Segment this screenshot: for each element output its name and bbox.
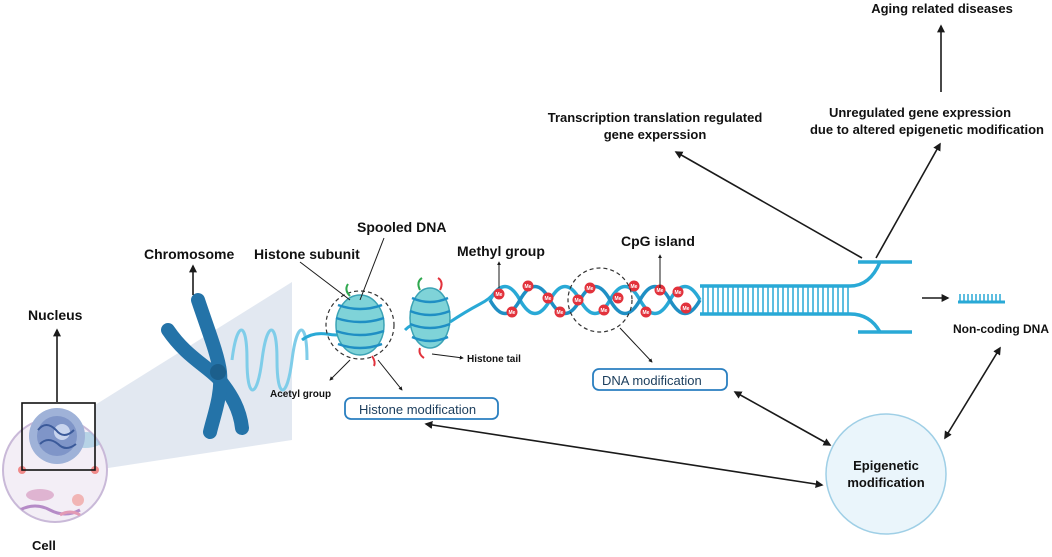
unregulated-label-2: due to altered epigenetic modification (810, 122, 1044, 137)
dna-modification-label: DNA modification (602, 373, 702, 388)
histone-subunit-label: Histone subunit (254, 246, 360, 262)
svg-text:Me: Me (509, 310, 516, 316)
methyl-marker: Me (584, 282, 596, 294)
histone-mod-arrow (377, 359, 403, 391)
methyl-marker: Me (680, 302, 692, 314)
spooled-dna-pointer (359, 237, 385, 301)
svg-text:Me: Me (643, 310, 650, 316)
cell-illustration (2, 402, 108, 523)
non-coding-dna-label: Non-coding DNA (953, 322, 1049, 336)
methyl-group-label: Methyl group (457, 243, 545, 259)
dna-epigenetic-arrow (733, 391, 832, 446)
svg-text:Me: Me (587, 286, 594, 292)
dna-modification-box (592, 368, 728, 391)
cpg-island-label: CpG island (621, 233, 695, 249)
unregulated-label-1: Unregulated gene expression (829, 105, 1011, 120)
spooled-dna-label: Spooled DNA (357, 219, 446, 235)
linker-dna (301, 291, 497, 342)
methyl-marker: Me (640, 306, 652, 318)
acetyl-group-label: Acetyl group (270, 389, 331, 400)
transcription-arrow (674, 151, 863, 259)
methyl-marker: Me (554, 306, 566, 318)
svg-text:Me: Me (631, 284, 638, 290)
svg-text:Me: Me (615, 296, 622, 302)
svg-text:Me: Me (575, 298, 582, 304)
non-coding-dna-strand (958, 294, 1005, 304)
histone-tail-label: Histone tail (467, 354, 521, 365)
histone-epigenetic-arrow (424, 421, 824, 488)
unregulated-arrow (875, 142, 941, 259)
histone-focus-circle (325, 290, 395, 360)
cpg-focus-circle (567, 267, 633, 333)
methyl-marker: Me (598, 304, 610, 316)
dna-coil (230, 328, 309, 392)
dna-double-helix (488, 260, 912, 334)
methyl-marker: Me (542, 292, 554, 304)
histone-tail-red (371, 355, 376, 367)
dna-mod-arrow (619, 327, 653, 363)
epigenetic-label-1: Epigenetic (853, 458, 919, 473)
nucleus-label: Nucleus (28, 307, 83, 323)
methyl-marker: Me (506, 306, 518, 318)
methyl-marker: Me (522, 280, 534, 292)
methyl-marker: Me (612, 292, 624, 304)
histone-tail-arrow (431, 353, 464, 360)
noncoding-epigenetic-arrow (944, 346, 1001, 440)
svg-text:Me: Me (525, 284, 532, 290)
transcription-label-1: Transcription translation regulated (548, 110, 763, 125)
svg-text:Me: Me (545, 296, 552, 302)
histone-subunit-pointer (299, 261, 351, 301)
aging-diseases-label: Aging related diseases (871, 1, 1013, 16)
histone-tail-green (345, 283, 351, 297)
epigenetic-label-2: modification (847, 475, 924, 490)
epigenetic-circle (825, 413, 947, 535)
histone-modification-box (344, 397, 499, 420)
methyl-marker: Me (628, 280, 640, 292)
chromosome-illustration (161, 293, 249, 439)
nucleosome-2 (409, 277, 451, 359)
methyl-marker: Me (672, 286, 684, 298)
chromosome-label: Chromosome (144, 246, 234, 262)
nucleosome-1 (335, 294, 385, 356)
methyl-marker: Me (493, 288, 505, 300)
methyl-marker: Me (654, 284, 666, 296)
histone-modification-label: Histone modification (359, 402, 476, 417)
svg-text:Me: Me (601, 308, 608, 314)
transcription-label-2: gene experssion (604, 127, 707, 142)
methyl-marker: Me (572, 294, 584, 306)
svg-text:Me: Me (496, 292, 503, 298)
svg-text:Me: Me (683, 306, 690, 312)
svg-text:Me: Me (675, 290, 682, 296)
zoom-cone (95, 282, 292, 470)
cell-label: Cell (32, 538, 56, 552)
svg-text:Me: Me (657, 288, 664, 294)
svg-text:Me: Me (557, 310, 564, 316)
acetyl-group-arrow (329, 359, 351, 381)
